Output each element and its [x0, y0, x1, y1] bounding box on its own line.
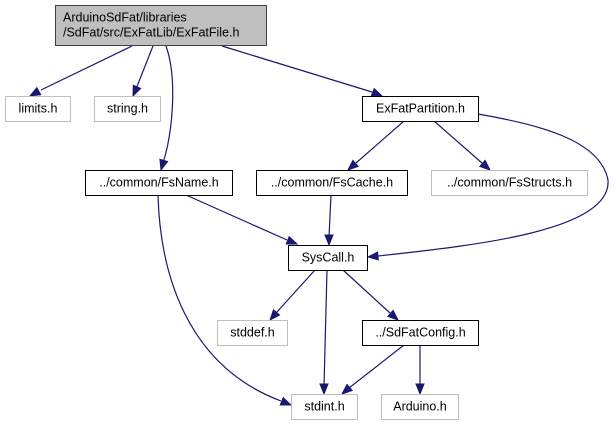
node-string: string.h: [94, 96, 161, 122]
edge-line: [157, 194, 282, 402]
node-label: stdint.h: [304, 400, 344, 414]
node-syscall[interactable]: SysCall.h: [288, 245, 368, 271]
edge-line: [377, 113, 609, 257]
node-box: [381, 394, 459, 420]
edge-line: [433, 120, 483, 164]
node-arduino: Arduino.h: [381, 394, 459, 420]
node-exfatpartition[interactable]: ExFatPartition.h: [362, 96, 479, 122]
nodes-layer: ArduinoSdFat/libraries/SdFat/src/ExFatLi…: [5, 5, 588, 420]
edge-fsname-to-stdint: [157, 194, 293, 406]
arrowhead-icon: [28, 86, 42, 97]
node-box: [94, 96, 161, 122]
edge-sdfatconfig-to-stdint: [340, 344, 405, 395]
edge-line: [348, 344, 405, 389]
node-stdint: stdint.h: [291, 394, 358, 420]
arrowhead-icon: [386, 309, 400, 321]
edge-syscall-to-sdfatconfig: [342, 269, 400, 321]
arrowhead-icon: [285, 235, 299, 245]
node-box: [5, 96, 71, 122]
node-label: ../SdFatConfig.h: [375, 326, 465, 340]
arrowhead-icon: [324, 234, 334, 247]
edge-line: [135, 45, 154, 90]
node-box: [55, 5, 267, 46]
arrowhead-icon: [279, 396, 293, 406]
edge-line: [221, 45, 373, 93]
edge-sdfatconfig-to-arduino: [415, 345, 425, 396]
node-stddef: stddef.h: [217, 320, 288, 346]
edge-exfatpartition-to-fsstructs: [433, 120, 492, 171]
node-label: SysCall.h: [302, 251, 355, 265]
node-fscache[interactable]: ../common/FsCache.h: [256, 170, 408, 196]
edge-exfatpartition-to-syscall: [366, 113, 609, 261]
node-fsname[interactable]: ../common/FsName.h: [85, 170, 233, 196]
node-label: ArduinoSdFat/libraries: [63, 11, 187, 25]
node-box: [362, 320, 479, 346]
edge-line: [342, 269, 391, 314]
arrowhead-icon: [159, 158, 169, 172]
arrowhead-icon: [415, 383, 425, 396]
node-limits: limits.h: [5, 96, 71, 122]
edge-line: [355, 120, 405, 164]
node-box: [291, 394, 358, 420]
edge-line: [162, 45, 174, 164]
edge-root-to-fsname: [159, 45, 174, 172]
node-box: [85, 170, 233, 196]
node-label: ../common/FsCache.h: [271, 176, 393, 190]
edge-line: [323, 269, 328, 388]
node-box: [362, 96, 479, 122]
edge-line: [40, 45, 133, 91]
edges-layer: [28, 45, 609, 406]
arrowhead-icon: [340, 383, 354, 395]
node-box: [431, 170, 588, 196]
edge-root-to-exfatpartition: [221, 45, 384, 97]
node-label: ExFatPartition.h: [376, 102, 465, 116]
node-label: Arduino.h: [393, 400, 447, 414]
node-box: [217, 320, 288, 346]
edge-line: [328, 194, 332, 238]
node-sdfatconfig[interactable]: ../SdFatConfig.h: [362, 320, 479, 346]
edge-syscall-to-stddef: [269, 269, 316, 322]
arrowhead-icon: [319, 383, 329, 396]
arrowhead-icon: [269, 308, 281, 322]
edge-syscall-to-stdint: [319, 269, 329, 396]
edge-fsname-to-syscall: [185, 194, 299, 245]
edge-exfatpartition-to-fscache: [346, 120, 405, 171]
node-label: limits.h: [19, 102, 58, 116]
edge-root-to-limits: [28, 45, 133, 97]
arrowhead-icon: [132, 84, 142, 98]
node-label: /SdFat/src/ExFatLib/ExFatFile.h: [63, 26, 239, 40]
arrowhead-icon: [346, 159, 360, 171]
node-label: string.h: [107, 102, 148, 116]
node-box: [256, 170, 408, 196]
edge-root-to-string: [132, 45, 154, 98]
arrowhead-icon: [366, 251, 379, 261]
arrowhead-icon: [370, 87, 384, 97]
arrowhead-icon: [478, 159, 492, 171]
node-label: ../common/FsStructs.h: [447, 176, 572, 190]
edge-line: [185, 194, 288, 241]
node-label: ../common/FsName.h: [99, 176, 219, 190]
node-label: stddef.h: [230, 326, 275, 340]
node-box: [288, 245, 368, 271]
node-root[interactable]: ArduinoSdFat/libraries/SdFat/src/ExFatLi…: [55, 5, 267, 46]
edge-fscache-to-syscall: [324, 194, 334, 247]
edge-line: [275, 269, 316, 314]
node-fsstructs: ../common/FsStructs.h: [431, 170, 588, 196]
